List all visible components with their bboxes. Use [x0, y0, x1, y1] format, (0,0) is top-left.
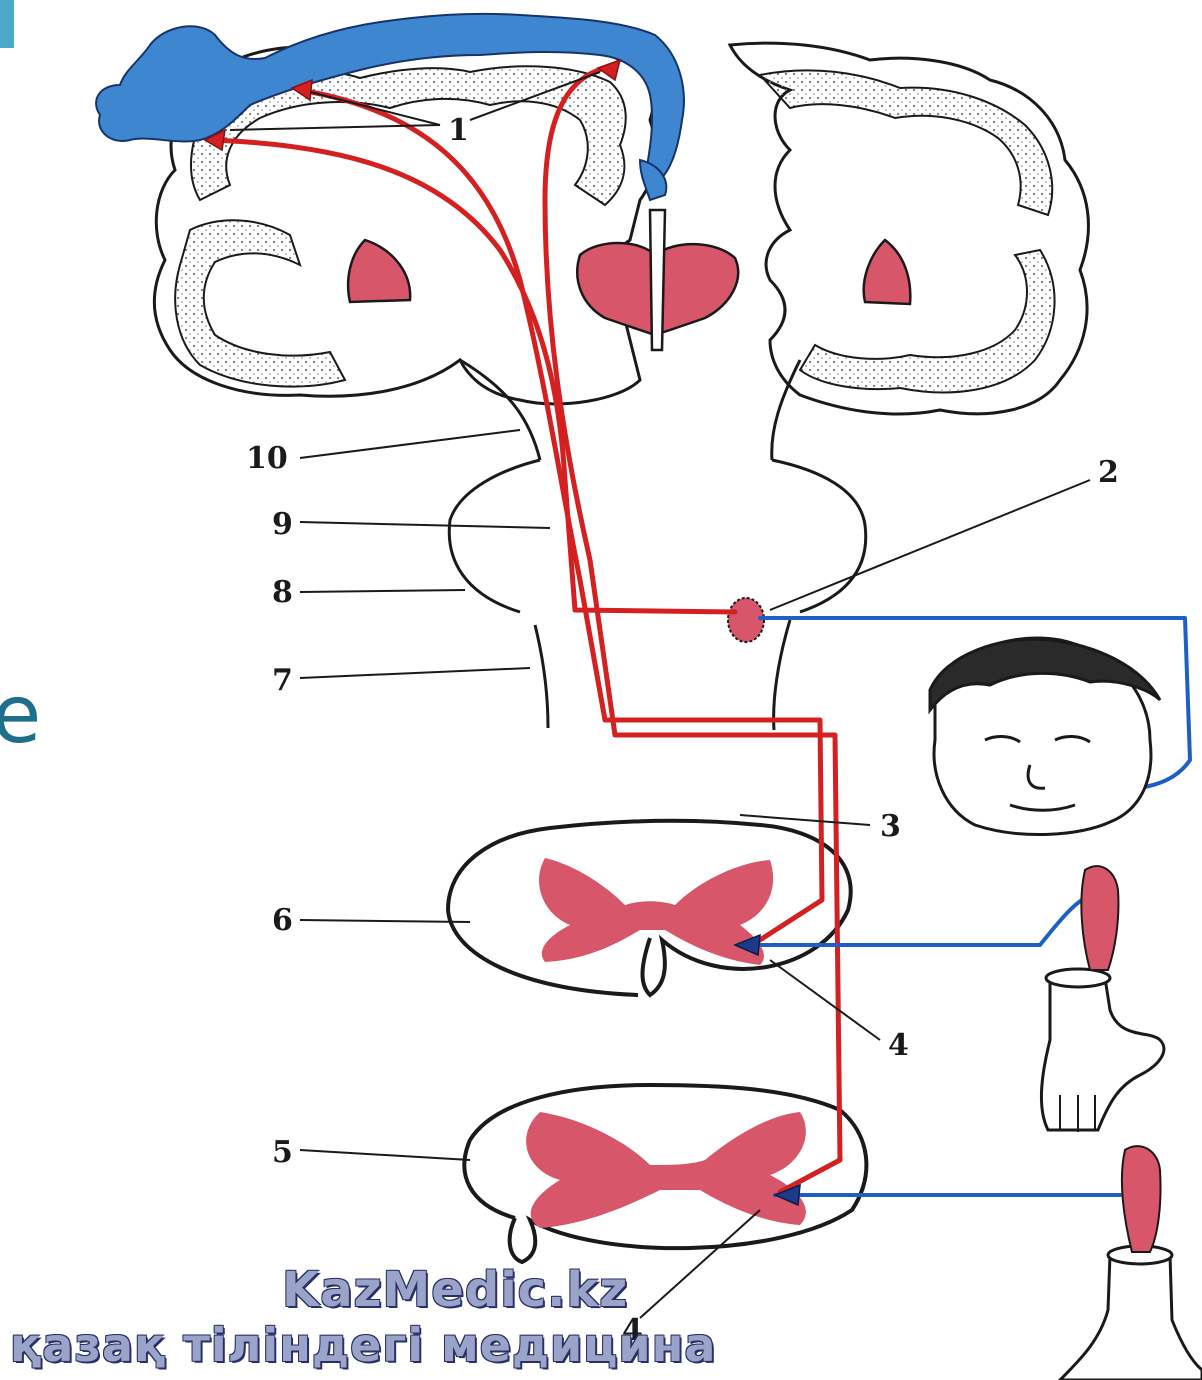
label-1: 1 — [448, 113, 469, 148]
spinal-cord-lumbar — [464, 1085, 866, 1262]
label-4-cervical: 4 — [888, 1028, 909, 1063]
cranial-nerve-nucleus — [728, 598, 764, 642]
brainstem — [449, 360, 865, 730]
arm-muscle — [1081, 866, 1118, 970]
watermark-tagline: қазақ тіліндегі медицина — [10, 1318, 716, 1372]
label-9: 9 — [272, 507, 293, 542]
label-8: 8 — [272, 575, 293, 610]
label-7: 7 — [272, 663, 293, 698]
hand-illustration — [1041, 969, 1163, 1132]
label-5: 5 — [272, 1135, 293, 1170]
subcortical-nuclei — [348, 210, 910, 350]
label-3: 3 — [880, 809, 901, 844]
watermark-site: KazMedic.kz — [282, 1262, 628, 1318]
face-illustration — [930, 638, 1160, 834]
cerebral-cortex — [175, 66, 1054, 392]
label-6: 6 — [272, 903, 293, 938]
foot-illustration — [1060, 1246, 1202, 1380]
label-10: 10 — [246, 441, 288, 476]
leg-muscle — [1122, 1146, 1161, 1252]
label-2: 2 — [1098, 455, 1119, 490]
spinal-cord-cervical — [448, 821, 851, 995]
